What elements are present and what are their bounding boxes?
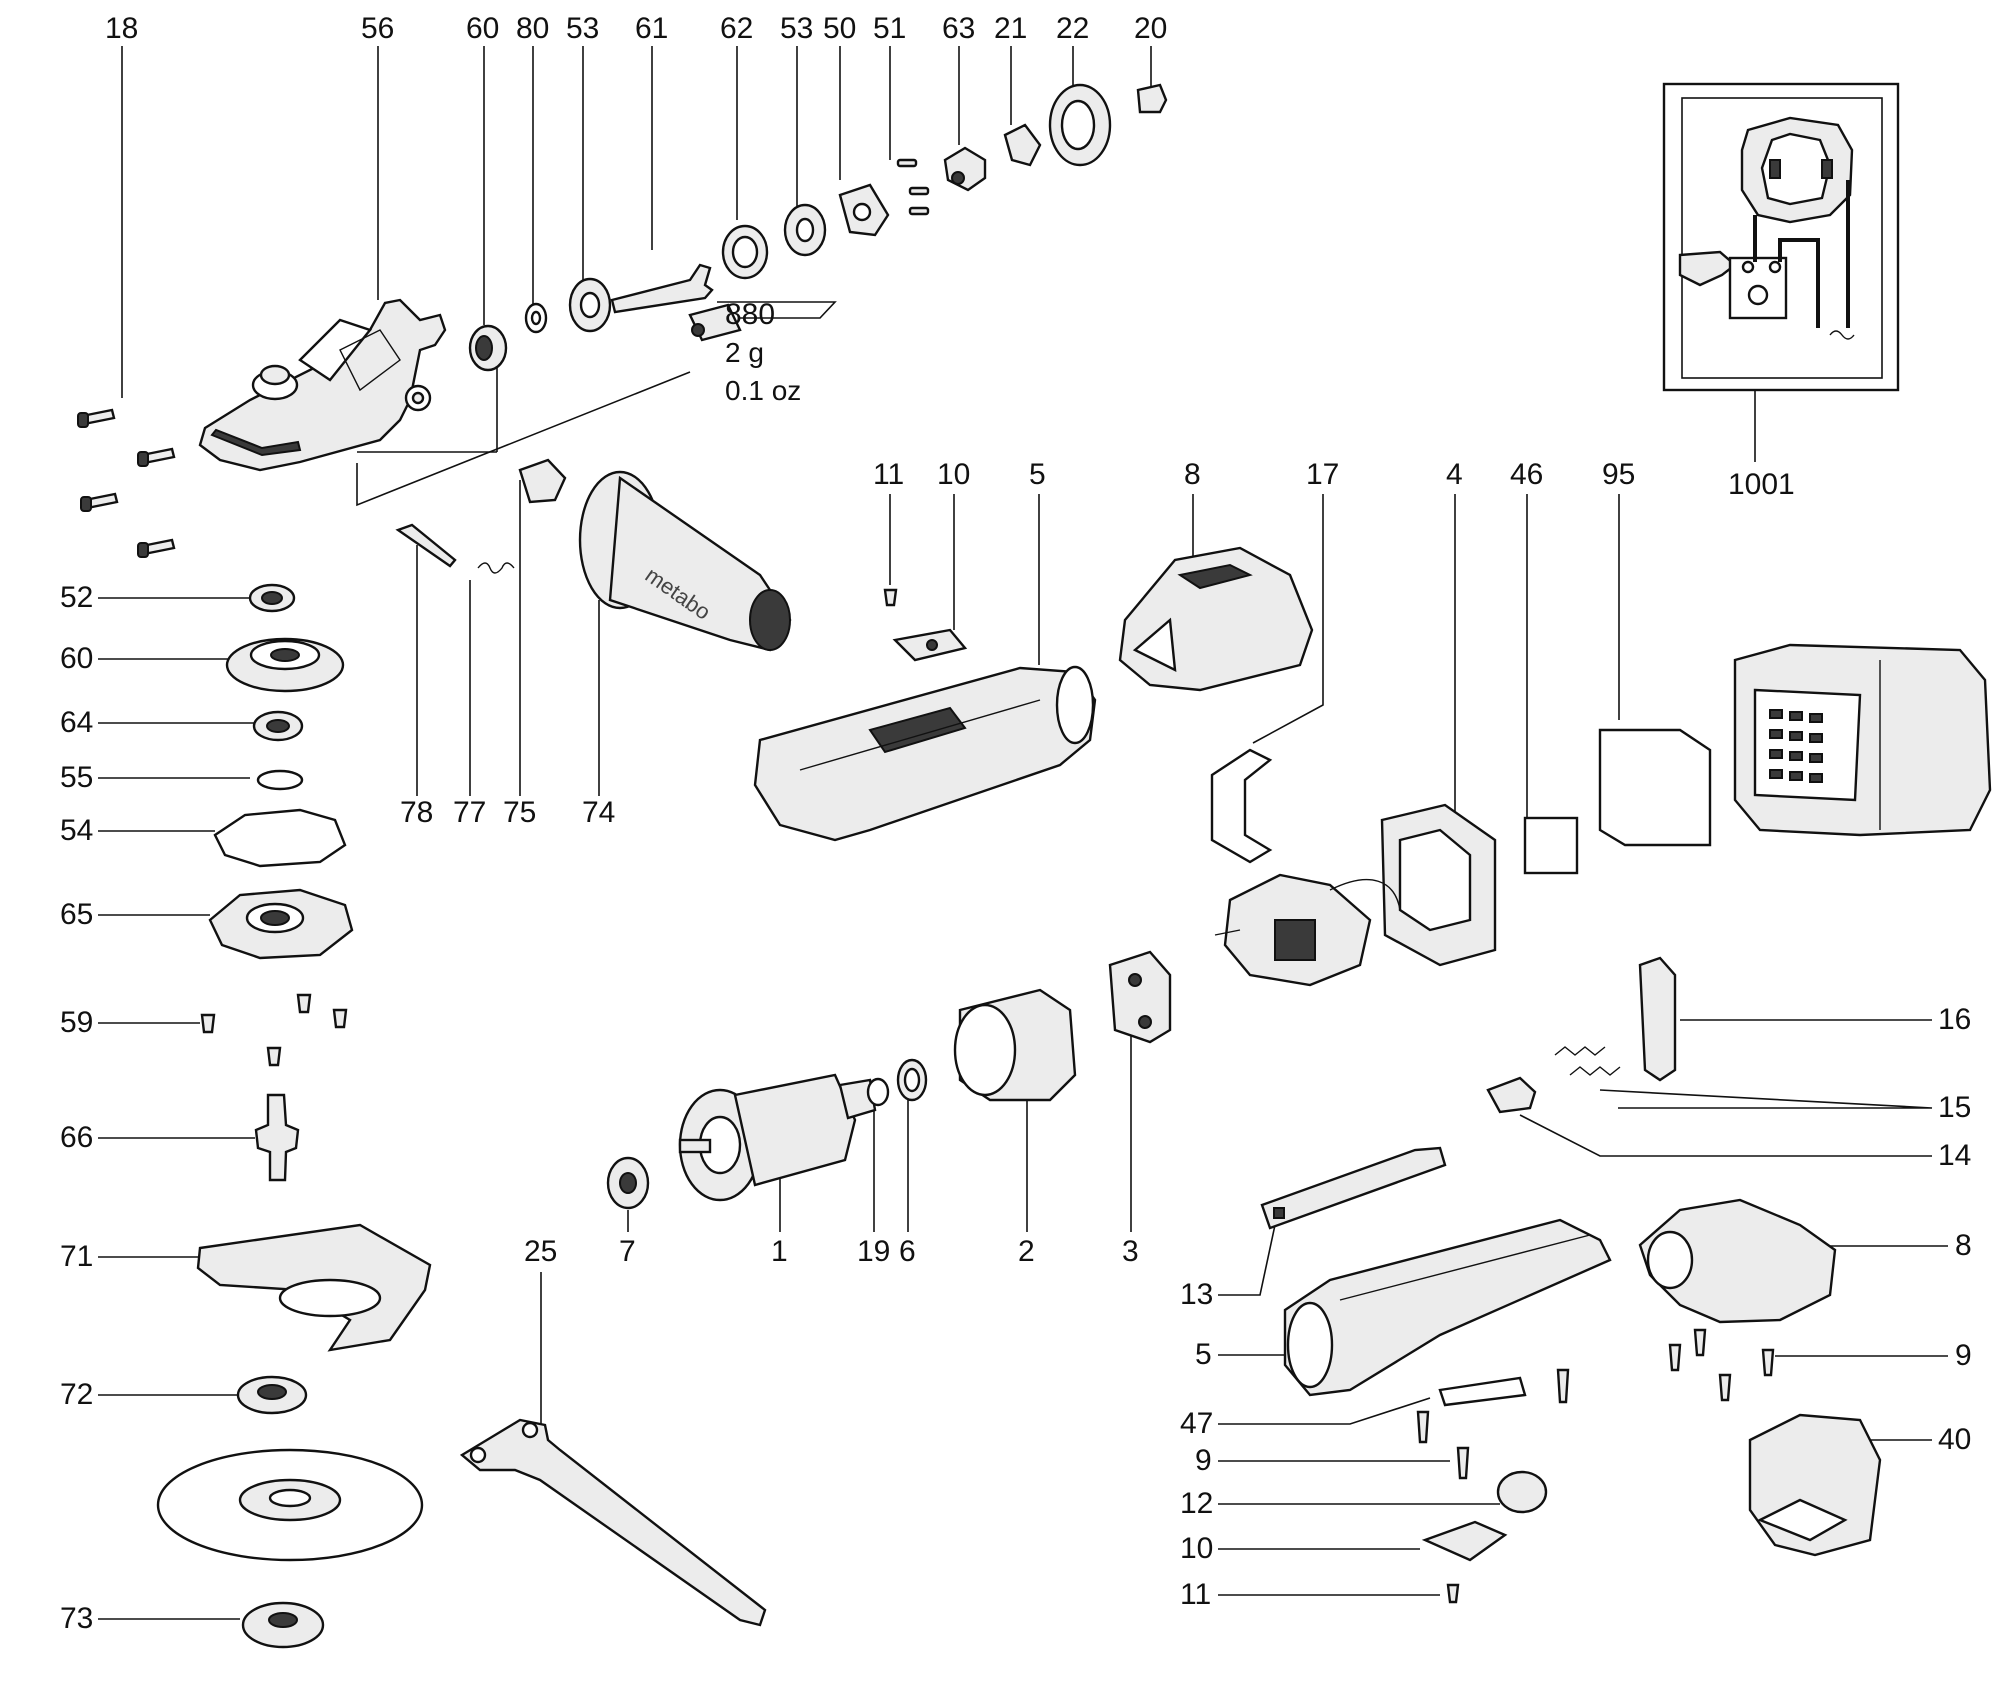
callout-95: 95 (1602, 458, 1635, 491)
callout-71: 71 (60, 1240, 93, 1273)
callout-62: 62 (720, 12, 753, 45)
callout-18: 18 (105, 12, 138, 45)
frame-bracket (1210, 748, 1273, 864)
callout-75: 75 (503, 796, 536, 829)
mid-callouts-row1: 78 77 75 74 (400, 796, 615, 829)
callout-2: 2 (1018, 1235, 1035, 1268)
callout-63: 63 (942, 12, 975, 45)
switch-module (1214, 803, 1497, 987)
housing-screws (77, 408, 176, 558)
callout-9-lower: 9 (1195, 1444, 1212, 1477)
motor-housing-upper (753, 665, 1097, 842)
lubricant-code: 880 (725, 298, 775, 331)
spindle-parts (468, 83, 1168, 372)
callout-66: 66 (60, 1121, 93, 1154)
callout-55: 55 (60, 761, 93, 794)
callout-59: 59 (60, 1006, 93, 1039)
callout-4: 4 (1446, 458, 1463, 491)
mid-callouts-row2: 11 10 5 8 17 4 46 95 1001 (873, 458, 1795, 501)
auxiliary-handle: metabo (395, 458, 792, 652)
callout-11-top: 11 (873, 458, 904, 491)
callout-6: 6 (899, 1235, 916, 1268)
callout-17: 17 (1306, 458, 1339, 491)
callout-50: 50 (823, 12, 856, 45)
callout-46: 46 (1510, 458, 1543, 491)
top-callouts: 18 56 60 80 53 61 62 53 50 51 63 21 22 2… (105, 12, 1167, 45)
callout-19: 19 (857, 1235, 890, 1268)
callout-73: 73 (60, 1602, 93, 1635)
callout-10-top: 10 (937, 458, 970, 491)
battery-pack (1733, 643, 1992, 837)
callout-5-top: 5 (1029, 458, 1046, 491)
callout-13: 13 (1180, 1278, 1213, 1311)
right-lower-parts (1486, 956, 1882, 1557)
callout-11-lower: 11 (1180, 1578, 1211, 1611)
callout-40: 40 (1938, 1423, 1971, 1456)
right-callouts: 16 15 14 8 9 40 (1938, 1003, 1972, 1456)
spanner-wrench (459, 1418, 767, 1627)
callout-54: 54 (60, 814, 93, 847)
callout-3: 3 (1122, 1235, 1139, 1268)
callout-56: 56 (361, 12, 394, 45)
callout-53-a: 53 (566, 12, 599, 45)
lower-callouts: 13 5 47 9 12 10 11 (1180, 1278, 1213, 1611)
battery-cover-top (1118, 546, 1314, 692)
housing-lower-parts (1260, 1146, 1612, 1604)
callout-10-lower: 10 (1180, 1532, 1213, 1565)
callout-25: 25 (524, 1235, 557, 1268)
lubricant-mass-g: 2 g (725, 337, 764, 368)
lubricant-tube: 880 2 g 0.1 oz (688, 298, 837, 406)
switch-cover-parts (883, 588, 968, 662)
callout-22: 22 (1056, 12, 1089, 45)
callout-64: 64 (60, 706, 93, 739)
callout-52: 52 (60, 581, 93, 614)
callout-8-top: 8 (1184, 458, 1201, 491)
callout-1001: 1001 (1728, 468, 1795, 501)
callout-20: 20 (1134, 12, 1167, 45)
callout-14: 14 (1938, 1139, 1971, 1172)
callout-51: 51 (873, 12, 906, 45)
motor-callouts: 7 1 19 6 2 3 25 (524, 1235, 1139, 1268)
callout-21: 21 (994, 12, 1027, 45)
callout-74: 74 (582, 796, 615, 829)
gear-head-housing (198, 298, 447, 472)
callout-61: 61 (635, 12, 668, 45)
callout-9-right: 9 (1955, 1339, 1972, 1372)
callout-80: 80 (516, 12, 549, 45)
motor-assembly (606, 950, 1172, 1210)
callout-60-top: 60 (466, 12, 499, 45)
callout-77: 77 (453, 796, 486, 829)
callout-72: 72 (60, 1378, 93, 1411)
callout-15: 15 (1938, 1091, 1971, 1124)
callout-12: 12 (1180, 1487, 1213, 1520)
callout-65: 65 (60, 898, 93, 931)
callout-5-lower: 5 (1195, 1338, 1212, 1371)
callout-1: 1 (771, 1235, 788, 1268)
bevel-gear-stack (156, 583, 432, 1649)
wiring-diagram-box (1662, 82, 1900, 392)
left-callouts: 52 60 64 55 54 65 59 66 71 72 73 (60, 581, 93, 1635)
callout-53-b: 53 (780, 12, 813, 45)
rating-label (1523, 816, 1579, 875)
callout-60-left: 60 (60, 642, 93, 675)
callout-16: 16 (1938, 1003, 1971, 1036)
lubricant-mass-oz: 0.1 oz (725, 375, 801, 406)
callout-8-right: 8 (1955, 1229, 1972, 1262)
callout-47: 47 (1180, 1407, 1213, 1440)
callout-78: 78 (400, 796, 433, 829)
callout-7: 7 (619, 1235, 636, 1268)
battery-plate (1598, 728, 1712, 847)
